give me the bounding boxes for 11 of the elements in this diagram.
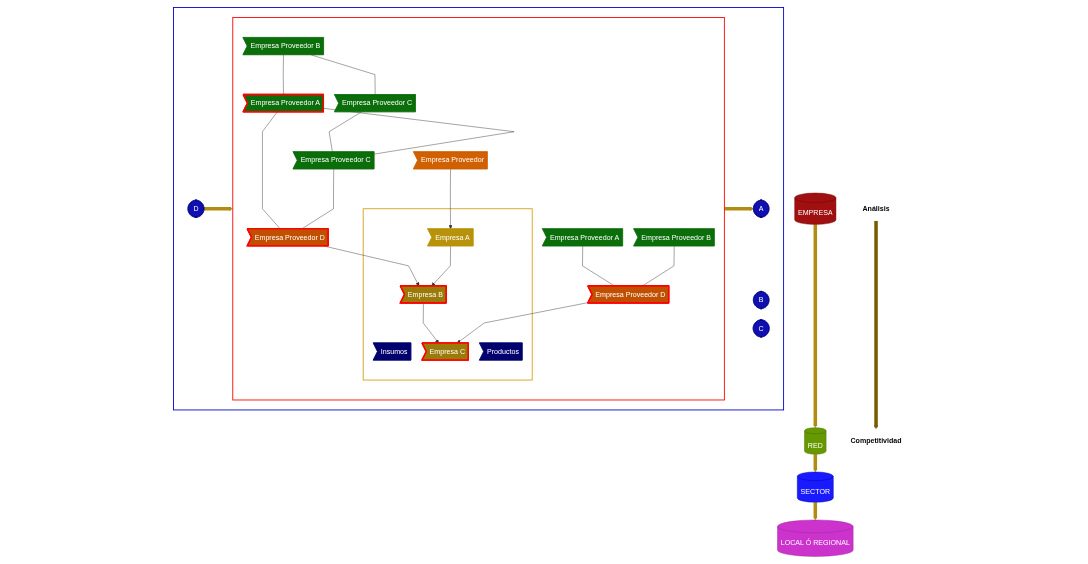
connector (310, 54, 376, 95)
connector (282, 54, 284, 95)
arrow (813, 224, 818, 428)
arrow (873, 220, 878, 430)
cluster (362, 208, 533, 381)
cluster (232, 17, 725, 401)
connector (323, 108, 515, 155)
cluster (172, 7, 784, 411)
arrow (203, 206, 233, 211)
arrow (724, 206, 754, 211)
connector (328, 111, 362, 153)
